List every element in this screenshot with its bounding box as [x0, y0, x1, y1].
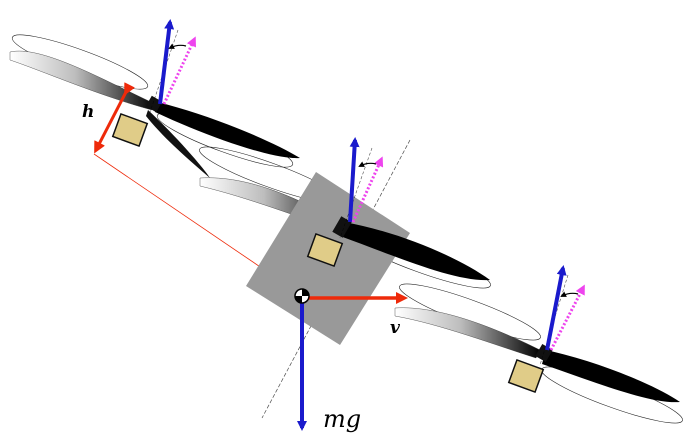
blade-right: [542, 350, 680, 403]
rotor-axis-lines: [149, 29, 569, 366]
center-of-mass-symbol: [294, 288, 310, 304]
motor: [507, 358, 545, 394]
blade-right: [340, 222, 490, 281]
rotor-bottom-right: [394, 283, 683, 424]
hub: [145, 95, 163, 113]
blade-right: [155, 102, 300, 159]
thrust-arrow-bottom-right: [545, 265, 567, 351]
h-arrow: [94, 82, 136, 154]
rotor-middle-front: [306, 216, 490, 281]
thrust-arrow-top-left: [158, 19, 175, 105]
motor: [111, 112, 149, 148]
rotor-top-left: [9, 34, 300, 178]
angle-indicators: [168, 43, 579, 297]
motor: [306, 232, 344, 268]
thrust-arrows: [158, 19, 567, 351]
h-label: h: [82, 102, 95, 122]
blade-left: [394, 307, 541, 359]
thrust-arrow-middle: [348, 137, 360, 223]
v-label: v: [390, 318, 400, 338]
hub: [332, 216, 352, 238]
mg-label: mg: [323, 405, 362, 433]
blade-lower: [146, 110, 210, 178]
tilted-thrust-arrows: [162, 36, 585, 351]
